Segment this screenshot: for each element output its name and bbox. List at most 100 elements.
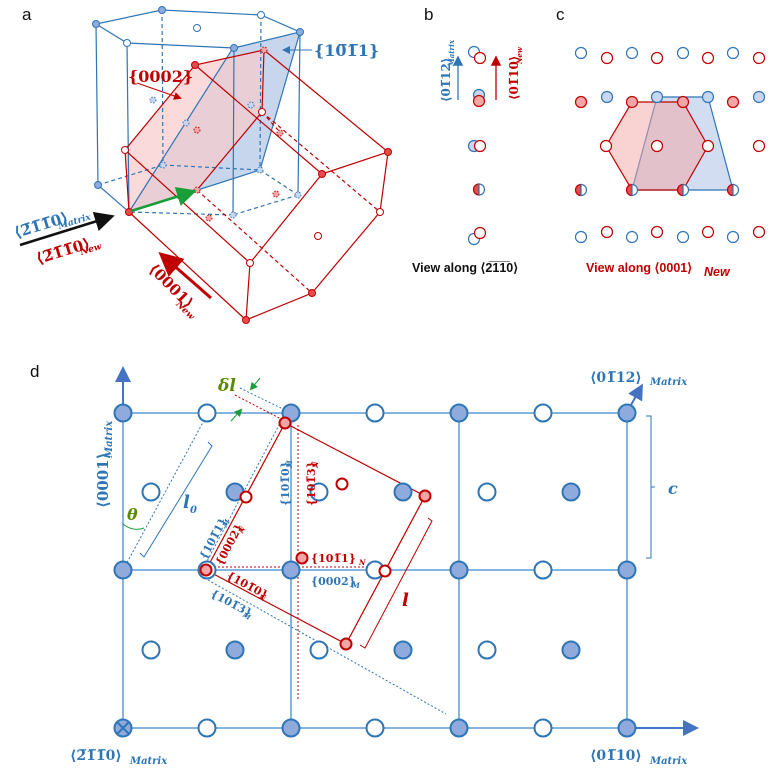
svg-text:N: N bbox=[358, 558, 366, 567]
matrix-atom-open bbox=[533, 403, 553, 423]
atom-new-filled bbox=[574, 95, 588, 109]
svg-text:Matrix: Matrix bbox=[129, 756, 168, 767]
svg-text:N: N bbox=[236, 524, 248, 535]
axis-diag-arrow bbox=[628, 383, 643, 406]
panel-b-atoms bbox=[467, 45, 487, 246]
svg-text:⟨2̅1̅1̅0⟩: ⟨2̅1̅1̅0⟩ bbox=[70, 748, 122, 764]
matrix-atom-open bbox=[141, 640, 161, 660]
atom-overlap-half-new bbox=[726, 183, 734, 197]
matrix-atom-filled bbox=[617, 718, 637, 738]
atom-overlap-half-matrix bbox=[732, 183, 740, 197]
svg-text:0: 0 bbox=[190, 505, 197, 516]
matrix-atom-filled bbox=[393, 640, 413, 660]
atom-new-filled bbox=[625, 95, 639, 109]
atom-matrix-open bbox=[574, 230, 588, 244]
atom-new-open bbox=[650, 225, 664, 239]
atom-overlap-half-matrix bbox=[580, 183, 588, 197]
matrix-atom-open bbox=[309, 640, 329, 660]
svg-text:M: M bbox=[220, 518, 232, 530]
label-axis-matrix: ⟨01̅12⟩ Matrix bbox=[439, 39, 456, 102]
atom-overlap-half-matrix bbox=[682, 183, 690, 197]
svg-text:M: M bbox=[285, 460, 294, 469]
panel-b: b ⟨01̅12⟩ Matrix ⟨01̅10⟩ New View along … bbox=[412, 5, 524, 275]
matrix-atom-open bbox=[197, 718, 217, 738]
atom-matrix-shaded bbox=[600, 90, 614, 104]
matrix-atom-open bbox=[365, 718, 385, 738]
svg-text:⟨01̅10⟩: ⟨01̅10⟩ bbox=[507, 56, 521, 100]
matrix-atom-filled bbox=[617, 560, 637, 580]
atom-matrix-open bbox=[625, 230, 639, 244]
atom-new-filled bbox=[676, 95, 690, 109]
svg-text:⟨01̅12⟩: ⟨01̅12⟩ bbox=[439, 58, 453, 102]
atom-new-open bbox=[701, 139, 715, 153]
atom-matrix-open bbox=[676, 230, 690, 244]
label-plane-1011-N: {101̅1} N bbox=[311, 552, 366, 567]
atom-matrix-open bbox=[625, 46, 639, 60]
label-plane-1010-M: {101̅0} M bbox=[279, 460, 294, 506]
matrix-hcp-cell bbox=[95, 9, 302, 216]
into-page-cross-icon bbox=[116, 721, 130, 735]
svg-text:{0002}: {0002} bbox=[311, 575, 356, 588]
matrix-atom-filled bbox=[617, 403, 637, 423]
matrix-atom-filled bbox=[281, 560, 301, 580]
matrix-atom-filled bbox=[449, 560, 469, 580]
panel-d: d bbox=[30, 362, 699, 767]
atom-matrix-open bbox=[726, 46, 740, 60]
svg-text:M: M bbox=[351, 581, 360, 590]
panel-c-atoms bbox=[574, 46, 766, 244]
label-c: c bbox=[668, 479, 678, 498]
theta-arc bbox=[122, 523, 145, 530]
label-axis-up: ⟨0001⟩ Matrix bbox=[94, 420, 115, 508]
svg-text:New: New bbox=[515, 46, 524, 65]
label-plane-0002: {0002} bbox=[128, 67, 193, 86]
matrix-atom-open bbox=[477, 482, 497, 502]
pointer-0002 bbox=[136, 82, 182, 100]
matrix-atom-open bbox=[533, 560, 553, 580]
svg-text:⟨0001⟩: ⟨0001⟩ bbox=[94, 453, 112, 508]
matrix-atom-open bbox=[309, 482, 329, 502]
panel-c: c View along ⟨0001⟩ New bbox=[556, 5, 766, 279]
atom-matrix-shaded bbox=[701, 90, 715, 104]
matrix-dotted-planes bbox=[122, 387, 447, 715]
label-plane-1013-N: {101̅3} N bbox=[305, 461, 320, 506]
matrix-atom-filled bbox=[393, 482, 413, 502]
svg-text:Matrix: Matrix bbox=[649, 377, 688, 388]
atom-overlap-half-new bbox=[676, 183, 684, 197]
atom-new-open bbox=[599, 139, 613, 153]
atom-matrix-shaded bbox=[752, 90, 766, 104]
matrix-atom-filled bbox=[561, 640, 581, 660]
atom-new-open bbox=[701, 51, 715, 65]
atom-new-filled bbox=[726, 95, 740, 109]
label-axis-new: ⟨01̅10⟩ New bbox=[507, 46, 524, 100]
atom-new-open bbox=[752, 225, 766, 239]
atom-new-open bbox=[650, 139, 664, 153]
panel-a-atoms bbox=[92, 6, 392, 324]
panel-d-label: d bbox=[30, 362, 39, 381]
matrix-atom-filled bbox=[449, 718, 469, 738]
atom-new-open bbox=[752, 139, 766, 153]
svg-text:N: N bbox=[256, 592, 267, 604]
atom-matrix-open bbox=[726, 230, 740, 244]
matrix-atom-filled bbox=[449, 403, 469, 423]
panel-c-label: c bbox=[556, 5, 565, 24]
svg-text:{101̅0}: {101̅0} bbox=[279, 461, 292, 506]
atom-matrix-shaded bbox=[650, 90, 664, 104]
label-axis-right: ⟨01̅10⟩ Matrix bbox=[590, 748, 688, 767]
label-l: l bbox=[402, 590, 409, 611]
atom-overlap-half-matrix bbox=[631, 183, 639, 197]
atom-matrix-open bbox=[574, 46, 588, 60]
panel-b-label: b bbox=[424, 5, 433, 24]
matrix-atom-open bbox=[533, 718, 553, 738]
atom-matrix-open bbox=[676, 46, 690, 60]
panel-c-caption: View along ⟨0001⟩ New bbox=[586, 261, 731, 279]
green-vector-arrow bbox=[130, 186, 197, 213]
matrix-atom-open bbox=[197, 403, 217, 423]
matrix-atom-open bbox=[477, 640, 497, 660]
delta-l-arrow-top bbox=[249, 377, 261, 391]
label-l0: l 0 bbox=[183, 492, 197, 516]
bracket-l0 bbox=[139, 441, 213, 558]
svg-text:⟨01̅10⟩: ⟨01̅10⟩ bbox=[590, 748, 642, 764]
label-delta-l: δl bbox=[217, 376, 236, 396]
matrix-atom-open bbox=[365, 403, 385, 423]
matrix-atom-filled bbox=[113, 560, 133, 580]
